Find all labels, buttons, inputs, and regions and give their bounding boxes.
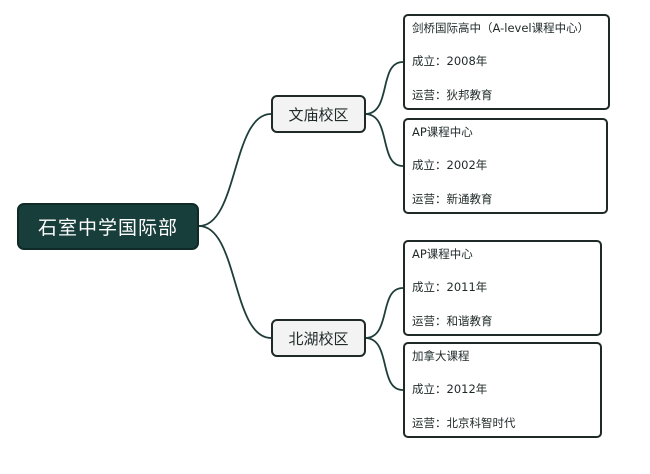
program-card-ap-beihu[interactable]: AP课程中心 成立：2011年 运营：和谐教育 — [403, 240, 602, 336]
program-operator: 运营：和谐教育 — [412, 314, 493, 328]
program-operator: 运营：北京科智时代 — [412, 416, 516, 430]
program-title: 加拿大课程 — [412, 349, 470, 363]
program-operator: 运营：新通教育 — [412, 192, 493, 206]
program-founded: 成立：2002年 — [412, 158, 488, 172]
branch-wenmiao[interactable]: 文庙校区 — [271, 95, 366, 133]
program-title: AP课程中心 — [412, 247, 473, 261]
program-title: 剑桥国际高中（A-level课程中心） — [412, 21, 590, 35]
program-operator: 运营：狄邦教育 — [412, 88, 493, 102]
connector-root-beihu — [198, 225, 272, 339]
root-label: 石室中学国际部 — [37, 217, 178, 239]
connector-wenmiao-card1 — [364, 61, 404, 115]
connector-root-wenmiao — [198, 113, 272, 227]
connector-beihu-card1 — [364, 287, 404, 339]
connector-beihu-card2 — [364, 337, 404, 391]
root-node[interactable]: 石室中学国际部 — [17, 203, 199, 250]
program-title: AP课程中心 — [412, 125, 473, 139]
program-founded: 成立：2012年 — [412, 382, 488, 396]
branch-label: 文庙校区 — [288, 105, 349, 124]
program-card-canada[interactable]: 加拿大课程 成立：2012年 运营：北京科智时代 — [403, 342, 602, 438]
program-founded: 成立：2008年 — [412, 54, 488, 68]
program-founded: 成立：2011年 — [412, 280, 488, 294]
branch-beihu[interactable]: 北湖校区 — [271, 319, 366, 357]
program-card-alevel[interactable]: 剑桥国际高中（A-level课程中心） 成立：2008年 运营：狄邦教育 — [403, 14, 610, 110]
branch-label: 北湖校区 — [288, 329, 349, 348]
program-card-ap-wenmiao[interactable]: AP课程中心 成立：2002年 运营：新通教育 — [403, 118, 608, 214]
connector-wenmiao-card2 — [364, 113, 404, 167]
